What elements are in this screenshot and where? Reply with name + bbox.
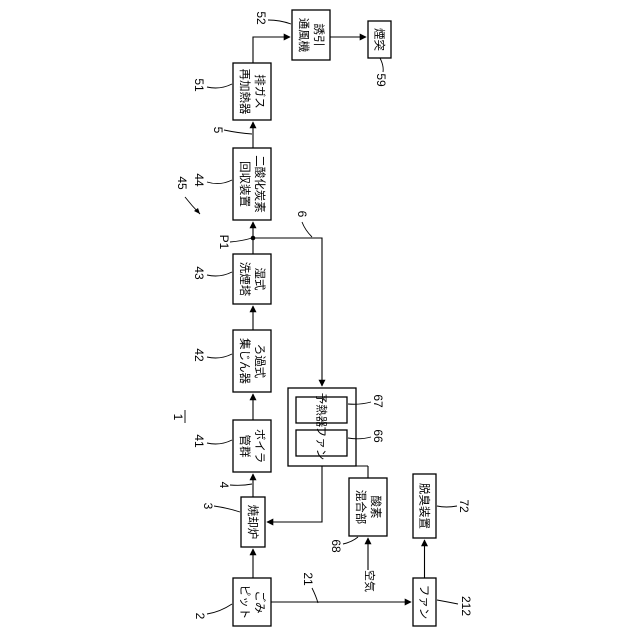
induced-fan-box: 誘引 通風機 xyxy=(292,10,330,60)
svg-text:5: 5 xyxy=(211,127,225,134)
boiler-label-2: 管群 xyxy=(238,435,252,458)
bag-filter-label-1: ろ過式 xyxy=(253,344,267,379)
flow-heater-to-incinerator xyxy=(267,466,322,522)
ref-induced-fan: 52 xyxy=(254,11,291,25)
svg-text:2: 2 xyxy=(193,613,207,620)
co2-recovery-label-2: 回収装置 xyxy=(238,161,252,207)
ref-deodorizer: 72 xyxy=(437,499,471,513)
svg-text:21: 21 xyxy=(301,572,315,586)
ref-reheater: 51 xyxy=(192,78,232,92)
chimney-label: 煙突 xyxy=(373,28,387,51)
svg-text:4: 4 xyxy=(217,482,231,489)
svg-text:72: 72 xyxy=(457,499,471,513)
fan-212-box: ファン xyxy=(413,578,436,626)
flow-reheater-to-induced-fan xyxy=(253,37,290,63)
svg-text:59: 59 xyxy=(374,73,388,87)
bag-filter-label-2: 集じん器 xyxy=(238,338,252,384)
ref-oxygen-mixer: 68 xyxy=(329,537,358,553)
ref-boiler: 41 xyxy=(192,434,232,448)
svg-text:空気: 空気 xyxy=(363,570,377,592)
ref-fan-212: 212 xyxy=(437,596,473,616)
fan-212-label: ファン xyxy=(418,585,432,620)
bag-filter-box: ろ過式 集じん器 xyxy=(233,330,271,392)
boiler-box: ボイラ 管群 xyxy=(233,420,271,472)
svg-text:42: 42 xyxy=(192,348,206,362)
preheater-box: 予熱器 xyxy=(296,393,347,428)
fan-66-label: ファン xyxy=(315,426,329,461)
wet-scrubber-label-1: 湿式 xyxy=(253,268,267,291)
ref-incinerator: 3 xyxy=(201,503,240,512)
wet-scrubber-box: 湿式 洗煙塔 xyxy=(233,254,271,304)
oxygen-mixer-box: 酸素 混合部 xyxy=(349,478,387,536)
ref-wet-scrubber: 43 xyxy=(192,266,232,280)
ref-co2-recovery: 44 xyxy=(192,173,232,187)
ref-line-5: 5 xyxy=(211,127,252,134)
garbage-pit-label-1: ごみ xyxy=(253,591,267,614)
deodorizer-box: 脱臭装置 xyxy=(413,474,436,538)
ref-bag-filter: 42 xyxy=(192,348,232,362)
boiler-label-1: ボイラ xyxy=(253,429,267,464)
svg-text:45: 45 xyxy=(175,176,189,190)
reheater-label-1: 排ガス xyxy=(253,74,267,109)
svg-text:212: 212 xyxy=(459,596,473,616)
svg-text:1: 1 xyxy=(171,414,185,421)
ref-system: 1 xyxy=(171,410,185,423)
svg-text:52: 52 xyxy=(254,11,268,25)
incinerator-label: 焼却炉 xyxy=(246,505,260,540)
incinerator-box: 焼却炉 xyxy=(241,497,265,547)
svg-text:6: 6 xyxy=(295,211,309,218)
svg-text:67: 67 xyxy=(371,394,385,408)
ref-chimney: 59 xyxy=(374,58,388,87)
svg-text:P1: P1 xyxy=(217,235,231,250)
wet-scrubber-label-2: 洗煙塔 xyxy=(238,262,252,297)
garbage-pit-box: ごみ ピット xyxy=(233,578,271,626)
svg-text:44: 44 xyxy=(192,173,206,187)
oxygen-mixer-label-1: 酸素 xyxy=(369,496,383,519)
air-label: 空気 xyxy=(363,570,377,592)
ref-branch-point-p1: P1 xyxy=(217,235,252,250)
oxygen-mixer-label-2: 混合部 xyxy=(354,490,368,525)
svg-text:68: 68 xyxy=(329,539,343,553)
ref-line-21: 21 xyxy=(301,572,318,603)
svg-text:66: 66 xyxy=(371,429,385,443)
co2-recovery-label-1: 二酸化炭素 xyxy=(253,155,267,213)
induced-fan-label-2: 通風機 xyxy=(297,18,311,53)
ref-garbage-pit: 2 xyxy=(193,604,232,620)
chimney-box: 煙突 xyxy=(368,21,391,58)
svg-text:3: 3 xyxy=(201,503,215,510)
reheater-label-2: 再加熱器 xyxy=(238,69,252,115)
svg-text:41: 41 xyxy=(192,434,206,448)
deodorizer-label: 脱臭装置 xyxy=(418,483,432,529)
svg-text:51: 51 xyxy=(192,78,206,92)
preheater-label: 予熱器 xyxy=(315,393,329,428)
co2-recovery-box: 二酸化炭素 回収装置 xyxy=(233,148,271,220)
fan-66-box: ファン xyxy=(296,426,347,461)
induced-fan-label-1: 誘引 xyxy=(312,24,326,47)
ref-line-6: 6 xyxy=(295,211,312,237)
garbage-pit-label-2: ピット xyxy=(238,585,252,620)
svg-text:43: 43 xyxy=(192,266,206,280)
reheater-box: 排ガス 再加熱器 xyxy=(233,63,271,120)
ref-line-4: 4 xyxy=(217,482,252,489)
